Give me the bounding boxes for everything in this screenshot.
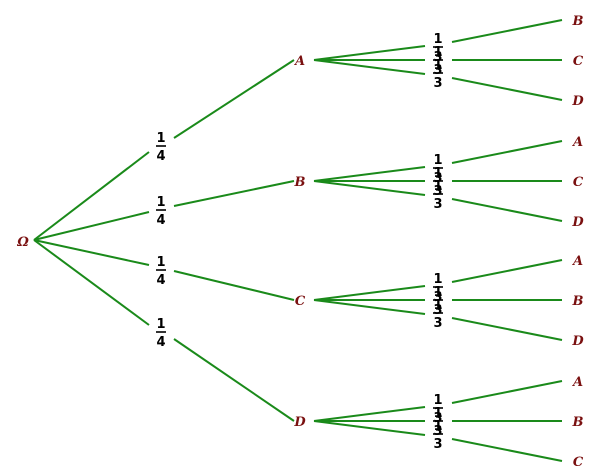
prob-second-B-1-denominator: 3 [433,171,442,186]
prob-second-B-3-denominator: 3 [433,197,442,212]
prob-second-B-2-denominator: 3 [433,184,442,199]
node-leaf-B-A: A [571,135,583,150]
prob-first-4-denominator: 4 [156,335,165,350]
edge-C-A-b [451,259,563,283]
prob-second-D-1-denominator: 3 [433,411,442,426]
edge-root-B-b [173,180,295,207]
edge-C-D-a [313,299,426,315]
edge-D-A-a [313,406,426,422]
node-leaf-A-C: C [573,54,584,69]
node-leaf-A-D: D [571,94,584,109]
edge-B-A-a [313,166,426,182]
node-leaf-C-D: D [571,334,584,349]
prob-second-C-2-numerator: 1 [433,285,442,300]
prob-second-A-3-denominator: 3 [433,76,442,91]
prob-second-D-2-numerator: 1 [433,406,442,421]
prob-second-B-1-numerator: 1 [433,153,442,168]
edge-B-D-a [313,180,426,196]
edge-root-A-b [173,59,295,139]
prob-second-C-1-numerator: 1 [433,272,442,287]
node-level1-D: D [293,415,306,430]
prob-second-A-3-numerator: 1 [433,58,442,73]
node-leaf-C-A: A [571,254,583,269]
prob-first-2-denominator: 4 [156,213,165,228]
edge-A-D-b [451,77,563,101]
edge-root-D-b [173,338,295,422]
node-leaf-C-B: B [572,294,584,309]
edge-A-B-a [313,45,426,61]
edge-root-C-a [33,239,150,266]
prob-first-1-numerator: 1 [156,131,165,146]
node-root-label: Ω [16,235,29,250]
node-leaf-A-B: B [572,14,584,29]
edge-D-C-b [451,438,563,462]
node-level1-A: A [293,54,305,69]
node-level1-B: B [294,175,306,190]
prob-second-A-2-denominator: 3 [433,63,442,78]
edge-B-A-b [451,140,563,164]
edge-root-C-b [173,270,295,301]
prob-first-4-numerator: 1 [156,317,165,332]
edge-root-B-a [33,211,150,241]
node-level1-C: C [295,294,306,309]
prob-second-C-2-denominator: 3 [433,303,442,318]
prob-second-D-1-numerator: 1 [433,393,442,408]
prob-second-B-2-numerator: 1 [433,166,442,181]
prob-second-A-1-numerator: 1 [433,32,442,47]
prob-first-3-denominator: 4 [156,273,165,288]
edge-C-A-a [313,285,426,301]
node-leaf-D-B: B [572,415,584,430]
edge-A-B-b [451,19,563,43]
node-leaf-B-C: C [573,175,584,190]
edge-root-D-a [33,239,150,326]
prob-second-C-1-denominator: 3 [433,290,442,305]
edge-D-A-b [451,380,563,404]
edge-D-C-a [313,420,426,436]
node-leaf-D-C: C [573,455,584,470]
prob-second-C-3-numerator: 1 [433,298,442,313]
prob-second-A-1-denominator: 3 [433,50,442,65]
prob-first-3-numerator: 1 [156,255,165,270]
node-leaf-B-D: D [571,215,584,230]
prob-second-B-3-numerator: 1 [433,179,442,194]
prob-second-D-2-denominator: 3 [433,424,442,439]
node-leaf-D-A: A [571,375,583,390]
prob-second-D-3-denominator: 3 [433,437,442,452]
edge-B-D-b [451,198,563,222]
edge-A-D-a [313,59,426,75]
prob-second-A-2-numerator: 1 [433,45,442,60]
prob-first-1-denominator: 4 [156,149,165,164]
edge-C-D-b [451,317,563,341]
prob-second-C-3-denominator: 3 [433,316,442,331]
edge-root-A-a [33,151,150,241]
prob-first-2-numerator: 1 [156,195,165,210]
prob-second-D-3-numerator: 1 [433,419,442,434]
